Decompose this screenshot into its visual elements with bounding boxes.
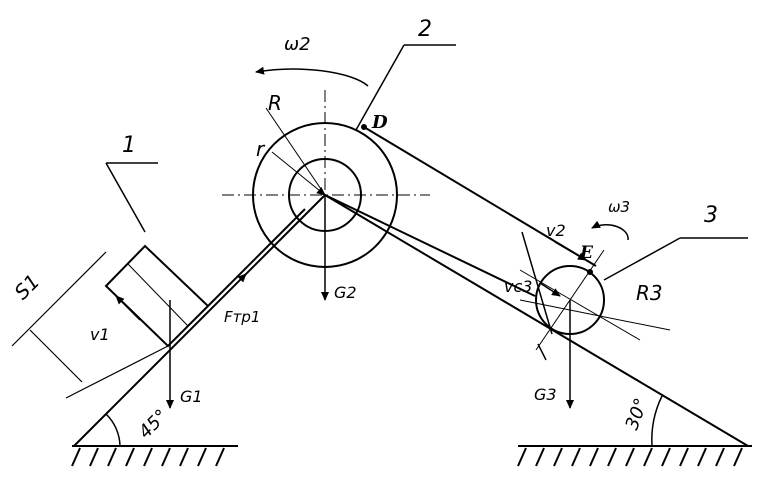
label-R3: R3 [636,281,663,305]
point-E [587,269,593,275]
radius-R-line [265,107,326,196]
label-g1: G1 [180,387,203,406]
label-body-1: 1 [122,133,136,158]
rope-lower [324,194,536,297]
label-omega2: ω2 [284,34,311,55]
label-g2: G2 [334,283,357,302]
label-E: E [579,243,594,263]
label-vc3: vc3 [504,277,532,296]
s1-dimension [11,251,169,399]
block-1 [104,244,210,348]
friction-arrow [213,273,247,307]
angle-30-arc [651,395,663,447]
label-g3: G3 [534,385,557,404]
label-friction: Fтр1 [224,308,260,326]
wheel-3-tangent [521,231,553,335]
v2-arrow [554,241,587,261]
label-v1: v1 [90,325,110,344]
wheel-3-contact [537,343,547,361]
label-D: D [371,112,388,133]
ground-right [517,445,752,467]
label-omega3: ω3 [608,198,630,216]
label-angle-45: 45° [135,405,172,442]
label-r: r [256,137,266,161]
label-angle-30: 30° [622,395,653,432]
omega2-arc [255,66,369,87]
body-2-leader [355,44,405,131]
omega3-arc [591,220,629,241]
label-body-3: 3 [704,203,718,228]
vc3-arrow [539,282,561,297]
v1-arrow [115,295,141,321]
right-incline [324,194,749,447]
radius-r-line [271,151,326,196]
left-incline [73,194,326,447]
label-s1: S1 [9,269,44,304]
label-body-2: 2 [418,17,432,42]
ground-left [71,445,238,467]
label-R: R [268,91,282,115]
body-3-leader [603,237,681,281]
label-v2: v2 [546,221,566,240]
angle-45-arc [105,413,121,447]
block-1-leader [105,162,146,233]
